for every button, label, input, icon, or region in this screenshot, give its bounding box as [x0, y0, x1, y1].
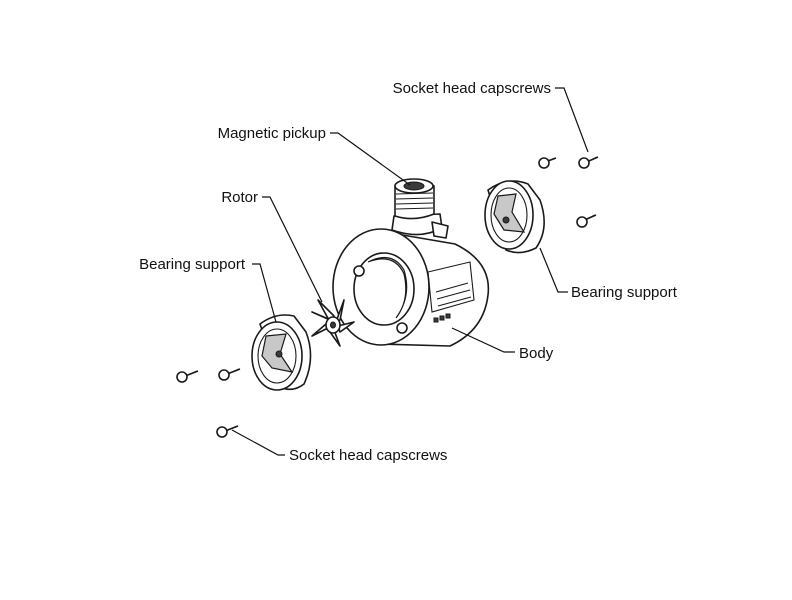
- label-screws-bottom: Socket head capscrews: [289, 447, 447, 464]
- screw-bottom-1: [177, 371, 198, 382]
- screw-bottom-2: [219, 369, 240, 380]
- leader-rotor: [262, 197, 322, 302]
- label-body: Body: [519, 345, 554, 362]
- label-rotor: Rotor: [221, 189, 258, 206]
- bearing-support-right-part: [485, 181, 544, 253]
- label-screws-top: Socket head capscrews: [393, 80, 551, 97]
- leader-screws-bottom: [232, 430, 285, 455]
- label-bearing-support-left: Bearing support: [139, 256, 246, 273]
- label-bearing-support-right: Bearing support: [571, 284, 678, 301]
- label-magnetic-pickup: Magnetic pickup: [218, 125, 326, 142]
- bearing-support-left-part: [252, 315, 311, 390]
- screw-top-3: [577, 215, 596, 227]
- screw-top-2: [579, 157, 598, 168]
- leader-bearing-left: [252, 264, 276, 322]
- screw-top-1: [539, 158, 556, 168]
- leader-screws-top: [555, 88, 588, 152]
- leader-bearing-right: [540, 248, 568, 292]
- body-part: [333, 179, 488, 346]
- leader-pickup: [330, 133, 410, 185]
